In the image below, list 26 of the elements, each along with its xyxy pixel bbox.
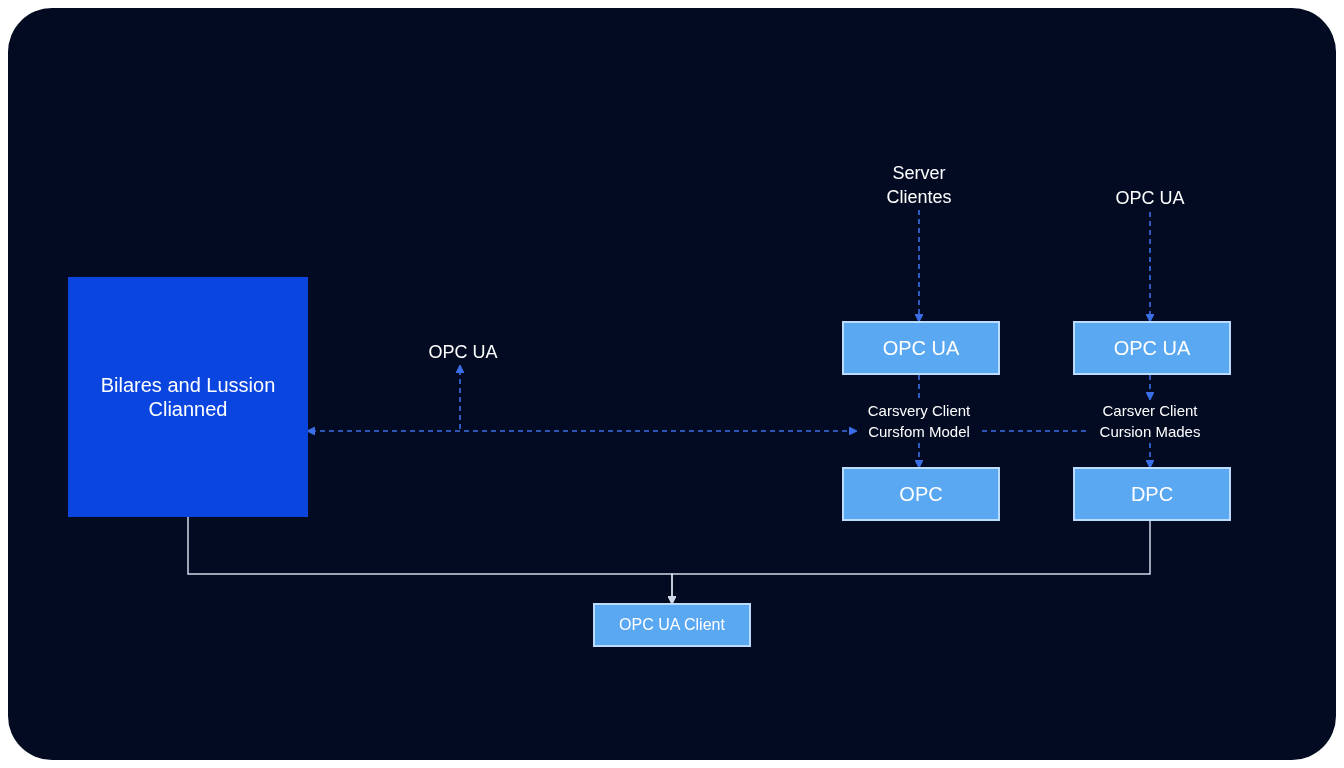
connector-line [981,430,1087,432]
arrow [914,442,924,469]
box-label: Bilares and Lussion Clianned [99,373,277,421]
connector-line [918,374,920,400]
box-label: OPC UA Client [619,616,725,634]
arrow [455,364,465,430]
text-label: Server Clientes [885,162,953,209]
process-box [1073,467,1231,521]
arrow [914,209,924,323]
box-label: OPC UA [1113,336,1191,360]
process-box [68,277,308,517]
arrow [667,520,1151,605]
box-label: OPC UA [882,336,960,360]
arrow [1145,211,1155,323]
text-label: OPC UA [428,341,498,364]
text-label: Carsvery Client Cursfom Model [866,401,972,442]
process-box [593,603,751,647]
arrow [1145,442,1155,469]
box-label: DPC [1130,482,1174,506]
text-label: Carsver Client Cursion Mades [1098,401,1202,442]
process-box [842,467,1000,521]
process-box [842,321,1000,375]
text-label: OPC UA [1115,187,1185,210]
process-box [1073,321,1231,375]
arrow [1145,374,1155,401]
box-label: OPC [899,482,943,506]
